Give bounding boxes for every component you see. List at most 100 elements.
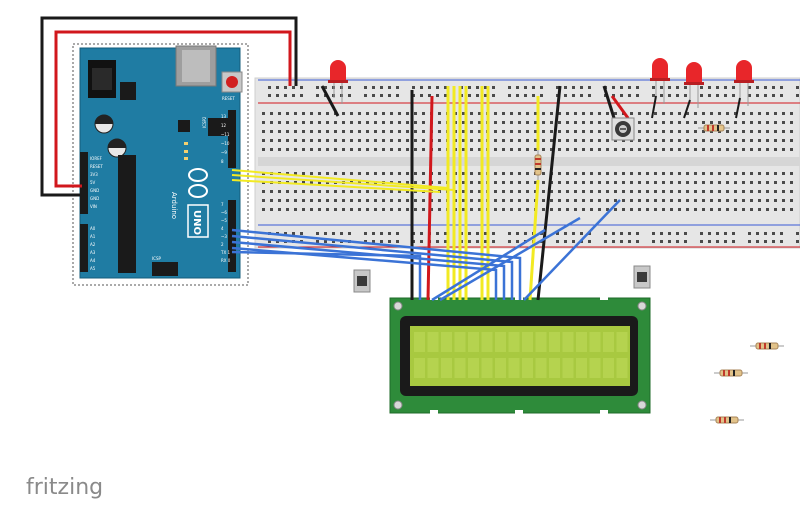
breadboard-hole[interactable] — [742, 172, 745, 175]
rail-hole[interactable] — [796, 86, 799, 89]
wire-yellow-arduino[interactable] — [231, 169, 455, 193]
breadboard-hole[interactable] — [702, 130, 705, 133]
breadboard-hole[interactable] — [374, 139, 377, 142]
breadboard-hole[interactable] — [294, 130, 297, 133]
breadboard-hole[interactable] — [630, 208, 633, 211]
rail-hole[interactable] — [660, 240, 663, 243]
breadboard-hole[interactable] — [622, 148, 625, 151]
breadboard-hole[interactable] — [566, 112, 569, 115]
breadboard-hole[interactable] — [790, 208, 793, 211]
breadboard-hole[interactable] — [470, 172, 473, 175]
breadboard-hole[interactable] — [310, 112, 313, 115]
breadboard-hole[interactable] — [302, 121, 305, 124]
rail-hole[interactable] — [388, 232, 391, 235]
breadboard-hole[interactable] — [774, 172, 777, 175]
breadboard-hole[interactable] — [558, 190, 561, 193]
breadboard-hole[interactable] — [462, 130, 465, 133]
breadboard-hole[interactable] — [502, 172, 505, 175]
rail-hole[interactable] — [764, 232, 767, 235]
rail-hole[interactable] — [660, 86, 663, 89]
rail-hole[interactable] — [764, 240, 767, 243]
rail-hole[interactable] — [708, 86, 711, 89]
breadboard-hole[interactable] — [750, 181, 753, 184]
breadboard-hole[interactable] — [518, 181, 521, 184]
breadboard-hole[interactable] — [366, 112, 369, 115]
rail-hole[interactable] — [684, 94, 687, 97]
rail-hole[interactable] — [492, 86, 495, 89]
rail-hole[interactable] — [676, 94, 679, 97]
breadboard-hole[interactable] — [758, 172, 761, 175]
breadboard-hole[interactable] — [422, 121, 425, 124]
breadboard-hole[interactable] — [726, 121, 729, 124]
breadboard-hole[interactable] — [342, 148, 345, 151]
resistor-loose-3[interactable] — [710, 416, 744, 424]
rail-hole[interactable] — [508, 86, 511, 89]
breadboard-hole[interactable] — [566, 181, 569, 184]
breadboard-hole[interactable] — [286, 199, 289, 202]
breadboard-hole[interactable] — [574, 139, 577, 142]
rail-hole[interactable] — [332, 240, 335, 243]
breadboard-hole[interactable] — [390, 148, 393, 151]
breadboard-hole[interactable] — [526, 139, 529, 142]
breadboard-hole[interactable] — [750, 112, 753, 115]
breadboard-hole[interactable] — [590, 199, 593, 202]
breadboard-hole[interactable] — [758, 148, 761, 151]
breadboard-hole[interactable] — [526, 199, 529, 202]
rail-hole[interactable] — [484, 86, 487, 89]
breadboard-hole[interactable] — [414, 199, 417, 202]
breadboard-hole[interactable] — [478, 190, 481, 193]
breadboard-hole[interactable] — [262, 148, 265, 151]
breadboard-hole[interactable] — [686, 130, 689, 133]
breadboard-hole[interactable] — [710, 121, 713, 124]
breadboard-hole[interactable] — [470, 121, 473, 124]
breadboard-hole[interactable] — [390, 121, 393, 124]
breadboard-hole[interactable] — [414, 172, 417, 175]
breadboard-hole[interactable] — [670, 208, 673, 211]
breadboard-hole[interactable] — [326, 190, 329, 193]
rail-hole[interactable] — [468, 94, 471, 97]
breadboard-hole[interactable] — [494, 112, 497, 115]
breadboard-hole[interactable] — [478, 208, 481, 211]
breadboard-hole[interactable] — [718, 121, 721, 124]
rail-hole[interactable] — [268, 240, 271, 243]
breadboard-hole[interactable] — [590, 121, 593, 124]
rail-hole[interactable] — [476, 86, 479, 89]
breadboard-hole[interactable] — [462, 172, 465, 175]
breadboard-hole[interactable] — [390, 199, 393, 202]
breadboard-hole[interactable] — [766, 148, 769, 151]
rail-hole[interactable] — [660, 94, 663, 97]
breadboard-hole[interactable] — [710, 199, 713, 202]
breadboard-hole[interactable] — [726, 199, 729, 202]
rail-hole[interactable] — [756, 232, 759, 235]
rail-hole[interactable] — [476, 232, 479, 235]
rail-hole[interactable] — [628, 240, 631, 243]
breadboard-hole[interactable] — [422, 139, 425, 142]
breadboard-hole[interactable] — [342, 139, 345, 142]
breadboard-hole[interactable] — [478, 148, 481, 151]
breadboard-hole[interactable] — [630, 190, 633, 193]
breadboard-hole[interactable] — [270, 190, 273, 193]
breadboard-hole[interactable] — [398, 172, 401, 175]
breadboard-hole[interactable] — [438, 121, 441, 124]
breadboard-hole[interactable] — [590, 148, 593, 151]
breadboard-hole[interactable] — [774, 181, 777, 184]
rail-hole[interactable] — [484, 232, 487, 235]
rail-hole[interactable] — [724, 232, 727, 235]
breadboard-hole[interactable] — [310, 148, 313, 151]
breadboard-hole[interactable] — [510, 139, 513, 142]
breadboard-hole[interactable] — [598, 181, 601, 184]
breadboard-hole[interactable] — [766, 190, 769, 193]
breadboard-hole[interactable] — [358, 139, 361, 142]
breadboard-hole[interactable] — [662, 121, 665, 124]
breadboard-hole[interactable] — [630, 199, 633, 202]
breadboard-hole[interactable] — [678, 208, 681, 211]
breadboard[interactable] — [254, 77, 800, 249]
breadboard-hole[interactable] — [406, 139, 409, 142]
rail-hole[interactable] — [436, 240, 439, 243]
rail-hole[interactable] — [468, 232, 471, 235]
rail-hole[interactable] — [332, 232, 335, 235]
breadboard-hole[interactable] — [358, 148, 361, 151]
rail-hole[interactable] — [380, 232, 383, 235]
breadboard-hole[interactable] — [614, 199, 617, 202]
breadboard-hole[interactable] — [342, 208, 345, 211]
